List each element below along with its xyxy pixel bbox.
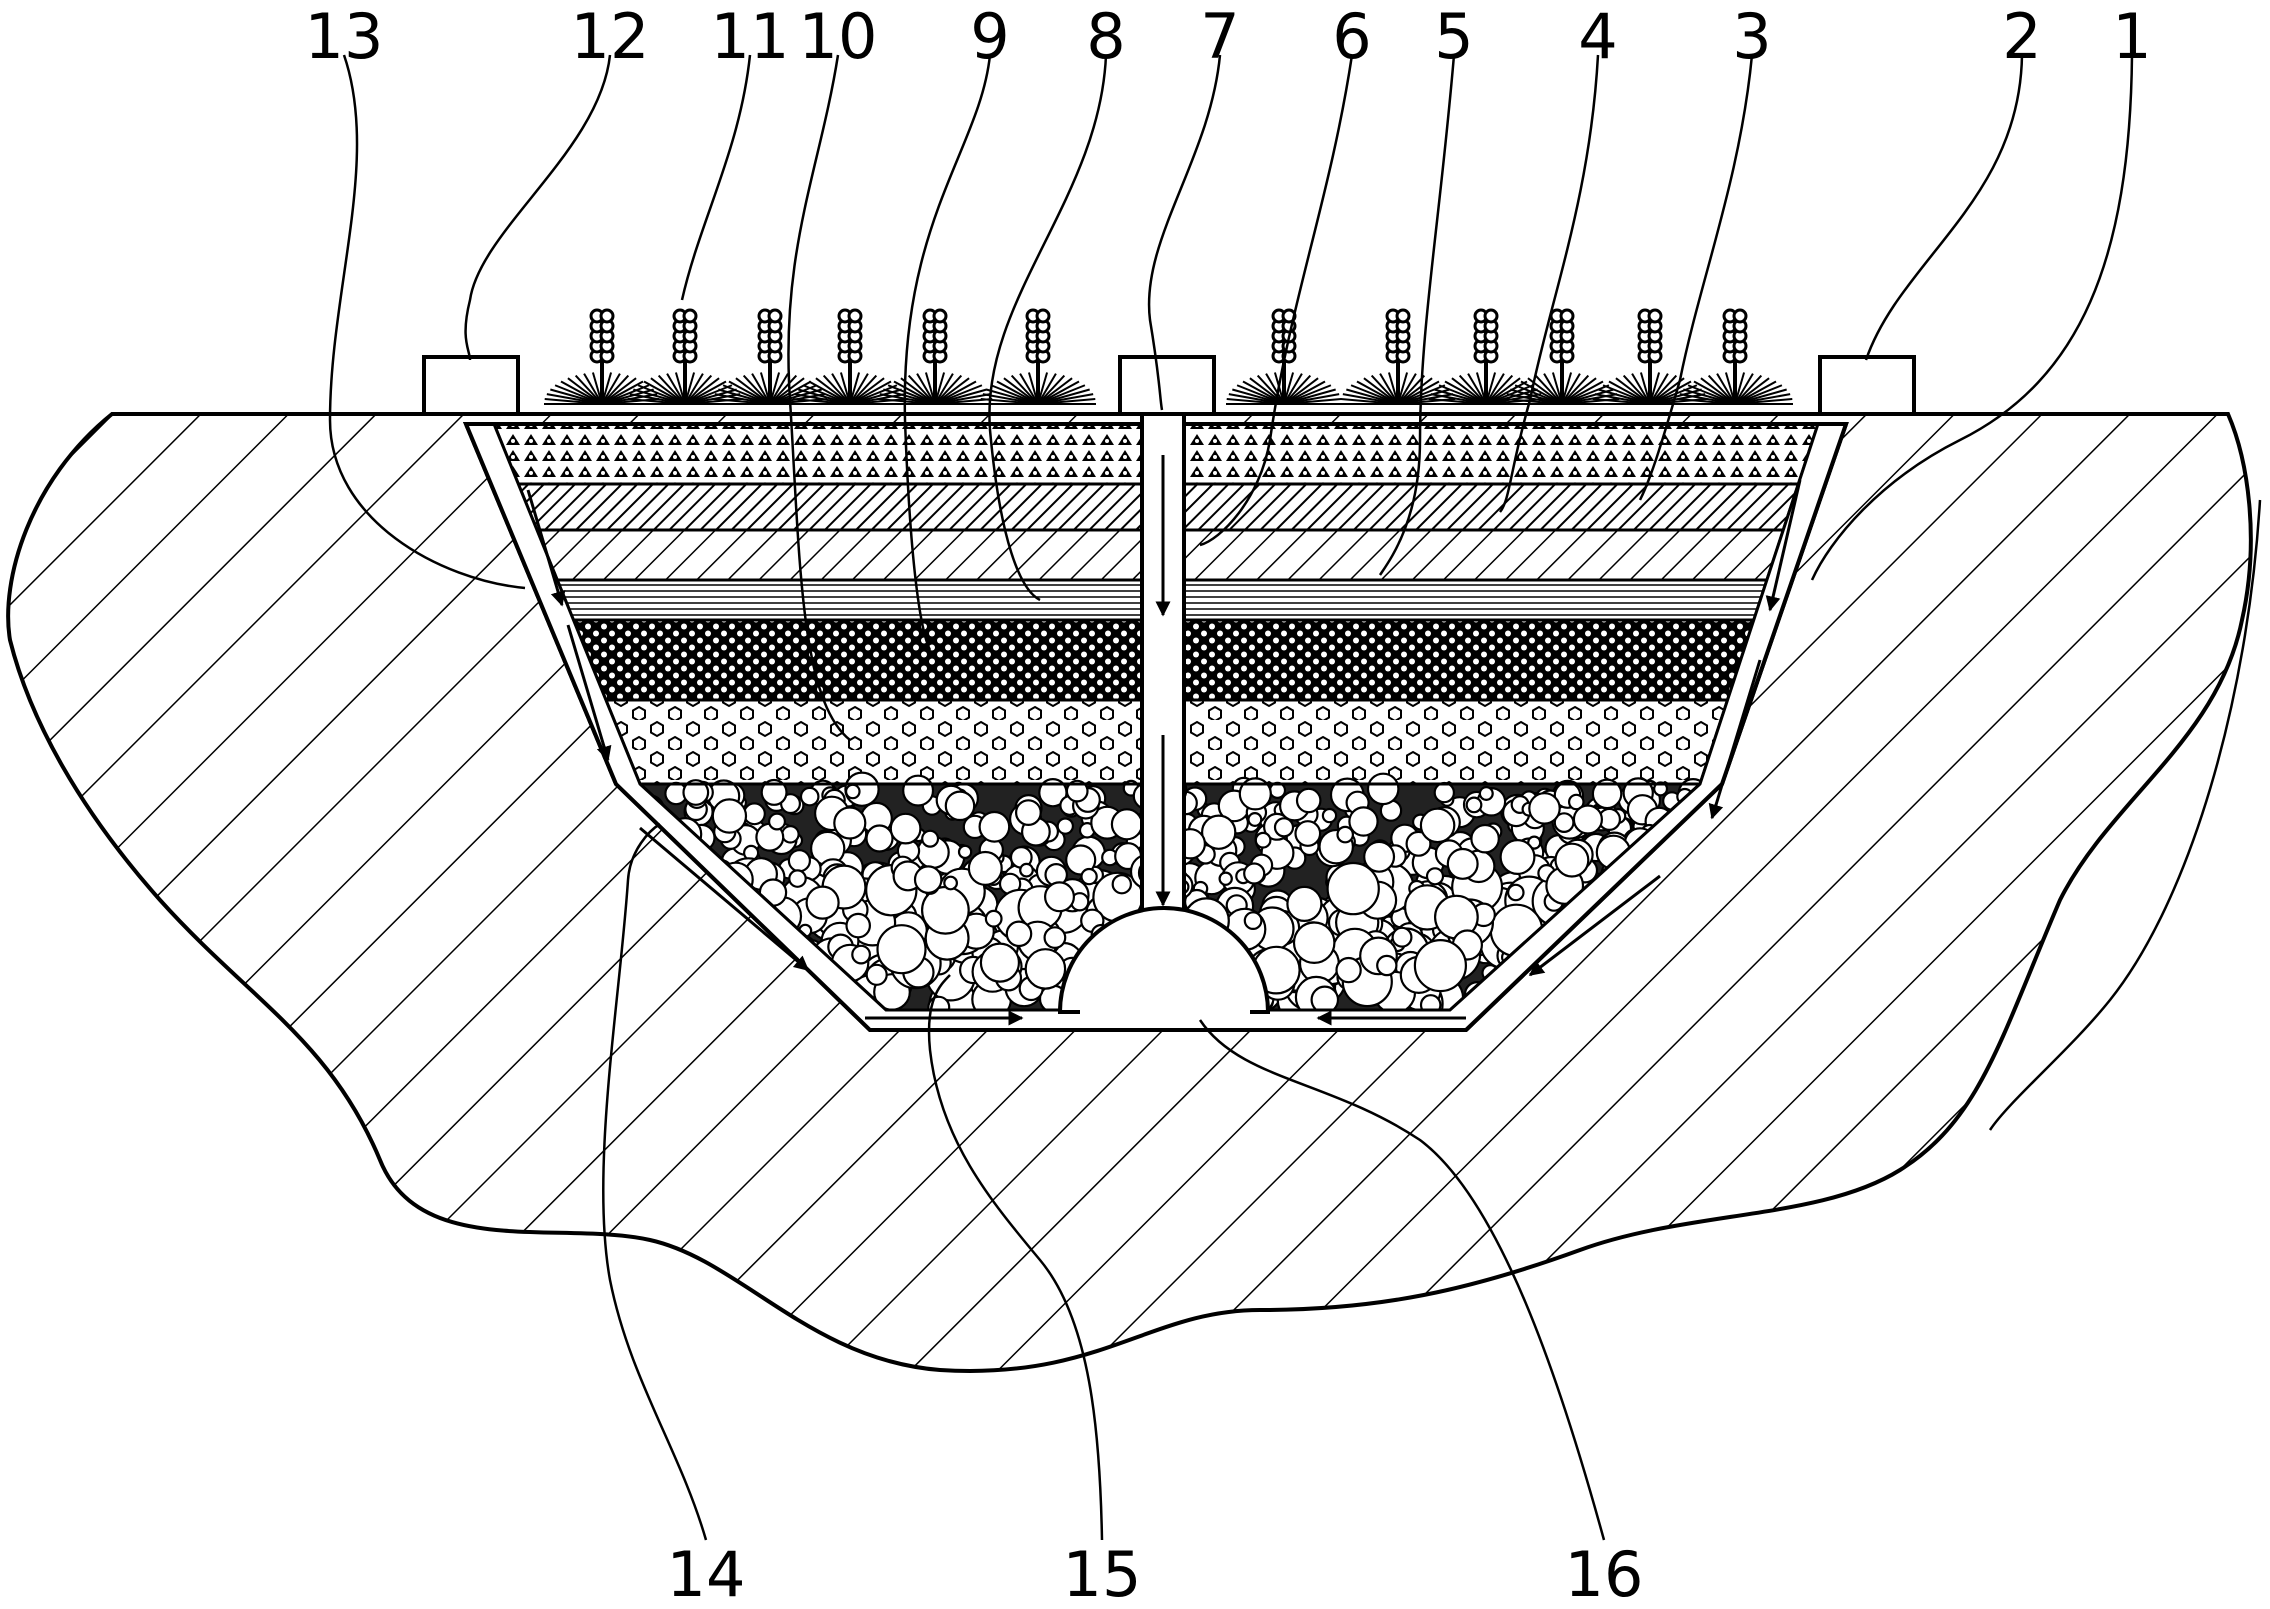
reference-numeral-15: 15 <box>1063 1538 1142 1609</box>
center-inlet-box <box>1118 355 1216 416</box>
plant <box>627 308 743 405</box>
reference-numeral-10: 10 <box>799 0 878 73</box>
reference-numeral-5: 5 <box>1434 0 1473 73</box>
leader-4 <box>1498 54 1600 513</box>
plant <box>792 308 908 405</box>
reference-numeral-12: 12 <box>571 0 650 73</box>
leader-10 <box>787 54 851 741</box>
left-inlet-box <box>422 355 520 416</box>
reference-numeral-16: 16 <box>1565 1538 1644 1609</box>
right-inlet-box <box>1818 355 1916 416</box>
reference-numeral-9: 9 <box>970 0 1009 73</box>
leader-16 <box>1198 1019 1606 1541</box>
reference-numeral-4: 4 <box>1578 0 1617 73</box>
reference-numeral-7: 7 <box>1200 0 1239 73</box>
plant <box>877 308 993 405</box>
reference-numeral-3: 3 <box>1732 0 1771 73</box>
plant <box>1428 308 1544 405</box>
leader-7 <box>1147 54 1222 411</box>
leader-5 <box>1378 54 1456 576</box>
plant <box>1592 308 1708 405</box>
reference-numeral-6: 6 <box>1332 0 1371 73</box>
reference-numeral-2: 2 <box>2002 0 2041 73</box>
reference-numeral-1: 1 <box>2112 0 2151 73</box>
plant <box>1226 308 1342 405</box>
leader-1 <box>1810 54 2134 581</box>
reference-numeral-14: 14 <box>667 1538 746 1609</box>
plant <box>712 308 828 405</box>
reference-numeral-8: 8 <box>1086 0 1125 73</box>
flow-arrows <box>526 455 1802 1026</box>
reference-numeral-13: 13 <box>305 0 384 73</box>
leader-6 <box>1199 54 1354 547</box>
leader-lines <box>328 54 2262 1541</box>
plant-row <box>544 308 1793 405</box>
leader-8 <box>988 54 1108 602</box>
leader-14 <box>601 822 708 1541</box>
leader-2 <box>1864 54 2024 361</box>
right-edge-curve <box>1988 499 2262 1131</box>
leader-11 <box>680 54 752 301</box>
leader-12 <box>464 54 612 361</box>
leader-13 <box>328 54 526 590</box>
reference-numeral-11: 11 <box>711 0 790 73</box>
plant <box>544 308 660 405</box>
leader-15 <box>927 974 1104 1541</box>
leader-3 <box>1638 54 1754 501</box>
plant <box>1677 308 1793 405</box>
leader-9 <box>903 54 992 651</box>
